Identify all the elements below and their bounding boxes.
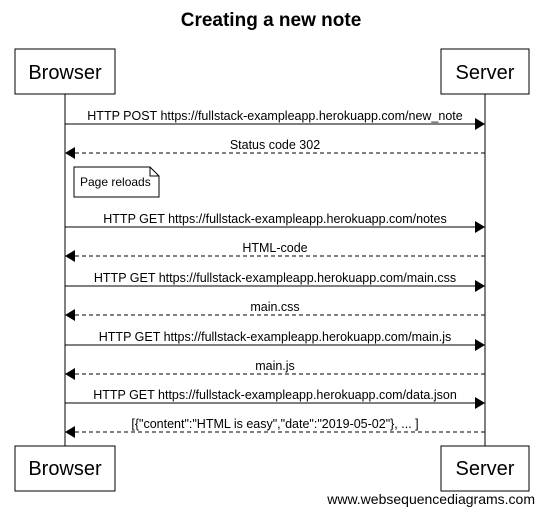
message: HTML-code <box>65 241 485 262</box>
message: [{"content":"HTML is easy","date":"2019-… <box>65 417 485 438</box>
message: HTTP POST https://fullstack-exampleapp.h… <box>65 109 485 130</box>
message: HTTP GET https://fullstack-exampleapp.he… <box>65 388 485 409</box>
message-label: HTTP GET https://fullstack-exampleapp.he… <box>99 330 451 344</box>
message: main.js <box>65 359 485 380</box>
message: HTTP GET https://fullstack-exampleapp.he… <box>65 271 485 292</box>
watermark-link[interactable]: www.websequencediagrams.com <box>326 491 535 507</box>
participant-server-bottom-label: Server <box>456 458 515 480</box>
message-label: HTTP GET https://fullstack-exampleapp.he… <box>94 271 456 285</box>
message-label: main.css <box>250 300 299 314</box>
participant-browser-top-label: Browser <box>28 62 102 84</box>
diagram-title: Creating a new note <box>181 10 362 31</box>
message-label: main.js <box>255 359 295 373</box>
message-label: HTTP GET https://fullstack-exampleapp.he… <box>93 388 457 402</box>
message-label: HTTP POST https://fullstack-exampleapp.h… <box>87 109 462 123</box>
participant-server-top-label: Server <box>456 62 515 84</box>
message-label: HTML-code <box>242 241 307 255</box>
message: HTTP GET https://fullstack-exampleapp.he… <box>65 212 485 233</box>
participant-server-bottom: Server <box>440 445 530 492</box>
message: Status code 302 <box>65 138 485 159</box>
messages-group: HTTP POST https://fullstack-exampleapp.h… <box>65 109 485 438</box>
message-label: Status code 302 <box>230 138 320 152</box>
participant-browser-bottom-label: Browser <box>28 458 102 480</box>
participant-browser-top: Browser <box>14 48 116 95</box>
message: main.css <box>65 300 485 321</box>
message-label: HTTP GET https://fullstack-exampleapp.he… <box>103 212 446 226</box>
participant-browser-bottom: Browser <box>14 445 116 492</box>
participant-server-top: Server <box>440 48 530 95</box>
message: HTTP GET https://fullstack-exampleapp.he… <box>65 330 485 351</box>
message-label: [{"content":"HTML is easy","date":"2019-… <box>131 417 418 431</box>
note-page-reloads: Page reloads <box>73 166 160 198</box>
note-label: Page reloads <box>80 175 151 189</box>
